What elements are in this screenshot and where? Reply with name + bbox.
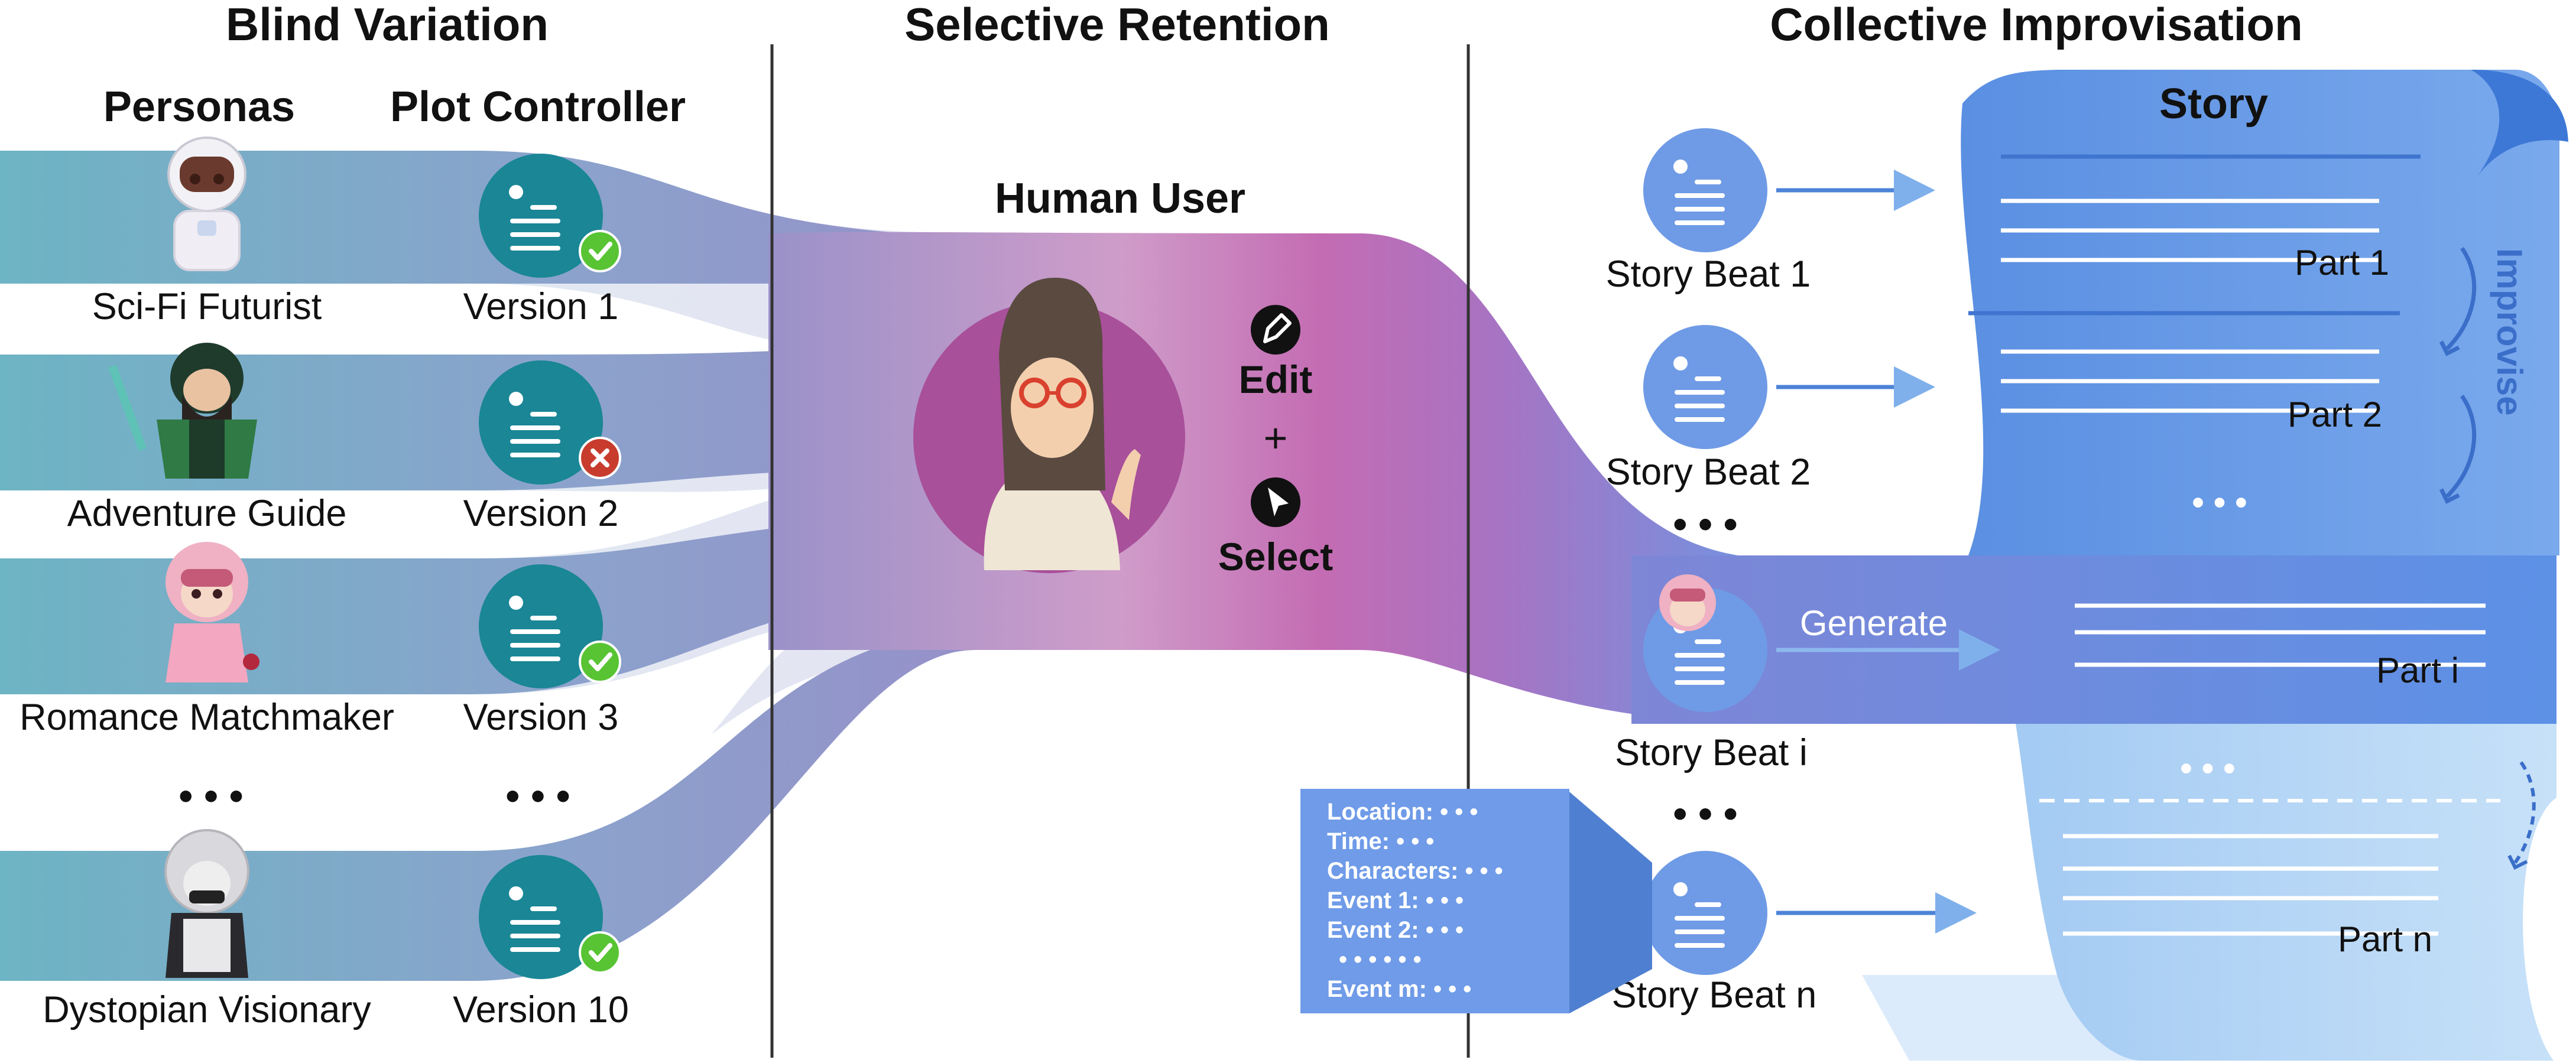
plot-controller-header: Plot Controller [390,83,686,131]
check-icon [579,931,621,974]
version-label: Version 10 [453,989,629,1031]
beat-ellipsis: • • • [1673,791,1737,836]
persona-label: Romance Matchmaker [20,697,394,738]
persona-label: Dystopian Visionary [43,989,371,1031]
edit-label: Edit [1239,357,1313,401]
section-blind-variation: Blind Variation [226,0,549,50]
story-part-label: Part 2 [2288,395,2382,434]
story-beat-label: Story Beat n [1612,974,1817,1016]
card-line: Event m: • • • [1327,976,1471,1002]
check-icon [579,230,621,272]
version-label: Version 2 [463,493,619,534]
story-part-label: Part 1 [2295,243,2389,282]
plot-controller-icons [479,154,621,979]
check-icon [579,641,621,683]
card-line: Event 2: • • • [1327,917,1464,943]
card-line: Location: • • • [1327,799,1478,825]
human-user-title: Human User [995,175,1245,222]
persona-avatar-romance [166,542,259,682]
version-label: Version 1 [463,286,619,327]
story-part-label: Part i [2376,651,2459,690]
story-beat-icon-1 [1643,128,1935,252]
story-beat-label: Story Beat 1 [1606,253,1811,295]
persona-avatar-dystopian [164,829,249,978]
story-beat-icon-3 [1643,574,2000,712]
story-beat-label: Story Beat i [1615,732,1808,773]
beat-ellipsis: • • • [1673,502,1737,547]
plus-sign: + [1264,415,1288,461]
edit-icon [1251,305,1300,355]
story-ellipsis: • • • [2192,483,2247,522]
story-text-lines [1968,154,2500,936]
personas-header: Personas [103,83,295,131]
persona-avatar-adventure [108,343,257,479]
section-collective-improvisation: Collective Improvisation [1770,0,2303,50]
section-selective-retention: Selective Retention [904,0,1330,50]
card-line: Time: • • • [1327,828,1434,854]
story-part-label: Part n [2338,919,2432,959]
story-beat-icon-4 [1643,851,1977,975]
select-label: Select [1218,535,1333,578]
version-ellipsis: • • • [505,773,570,818]
persona-ellipsis: • • • [179,773,243,818]
story-title: Story [2159,80,2268,128]
persona-avatar-sci-fi [167,136,246,271]
story-beats [1643,128,2000,975]
plot-controller-3 [479,564,621,688]
cross-icon [579,437,621,479]
plot-controller-1 [479,154,621,278]
cursor-icon [1251,477,1300,527]
card-line: Event 1: • • • [1327,888,1464,914]
persona-label: Adventure Guide [67,493,347,534]
version-label: Version 3 [463,697,619,738]
improvise-arrows [2439,246,2536,870]
beat-i-band [1631,555,2556,724]
persona-label: Sci-Fi Futurist [92,286,322,327]
beat-persona-avatar [1659,574,1716,631]
story-ellipsis: • • • [2180,749,2235,788]
plot-controller-2 [479,360,621,485]
beat-detail-card [1300,789,1652,1013]
card-line: • • • • • • [1339,947,1422,973]
story-beat-label: Story Beat 2 [1606,451,1811,493]
improvise-label: Improvise [2490,248,2529,415]
plot-controller-4 [479,855,621,979]
card-line: Characters: • • • [1327,858,1503,884]
human-user-avatar [913,278,1185,573]
story-beat-icon-2 [1643,325,1935,449]
generate-label: Generate [1800,603,1948,643]
